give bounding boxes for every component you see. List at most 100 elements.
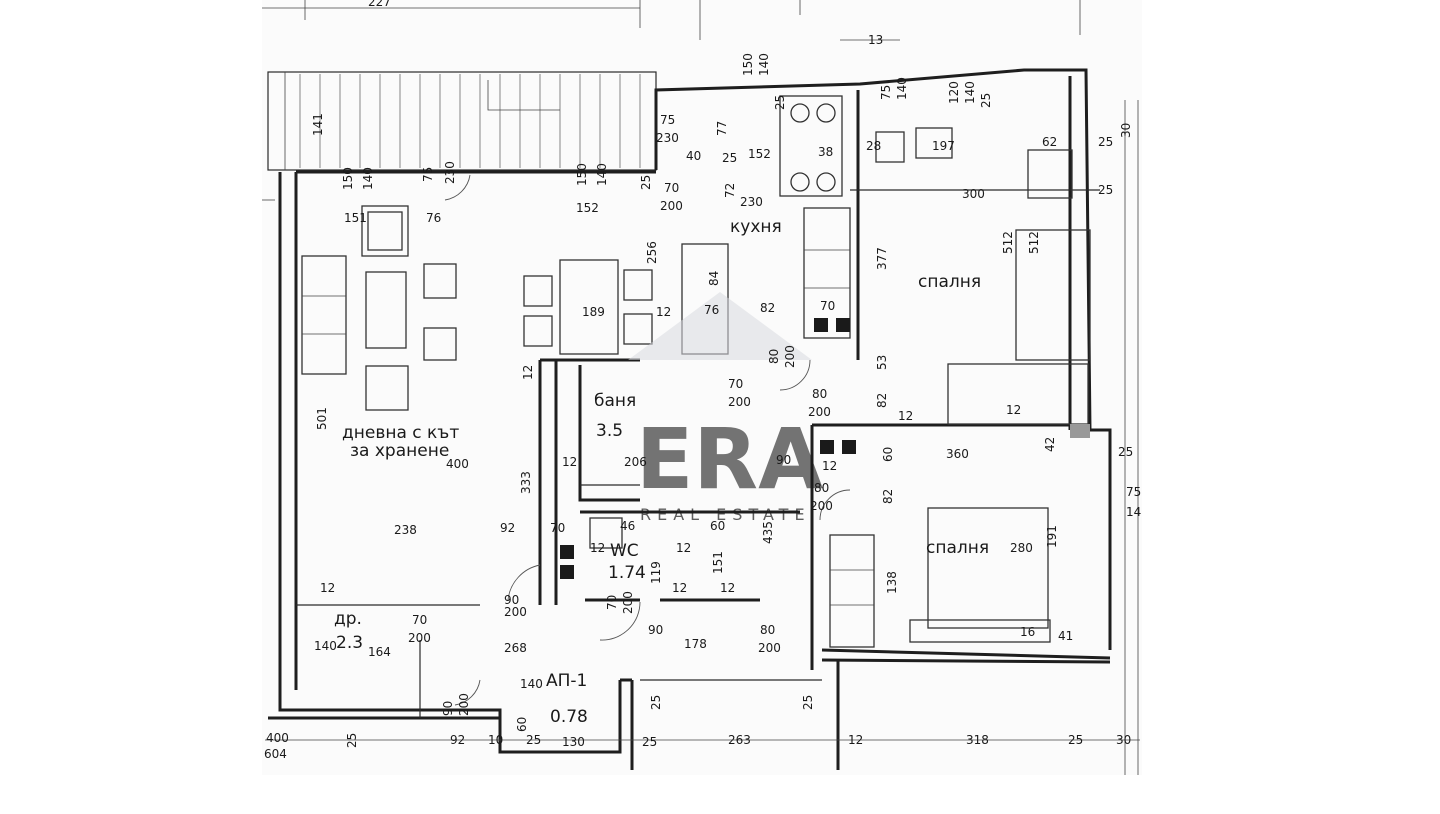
dim-label: 150 [575,163,589,186]
dim-label: 92 [450,733,465,747]
dim-label: 14 [1126,505,1141,519]
label-wc-area: 1.74 [608,563,646,583]
dim-label: 12 [676,541,691,555]
dim-label: 12 [521,365,535,380]
dim-label: 280 [1010,541,1033,555]
dim-label: 70 [820,299,835,313]
dim-label: 13 [868,33,883,47]
dim-label: 70 [728,377,743,391]
dim-label: 90 [776,453,791,467]
dim-label: 30 [1116,733,1131,747]
label-hall: др. [334,609,362,629]
dim-label: 75 [421,167,435,182]
dim-label: 12 [898,409,913,423]
dim-label: 120 [947,81,961,104]
dim-label: 12 [590,541,605,555]
label-bathroom: баня [594,391,636,411]
dim-label: 400 [446,457,469,471]
dim-label: 12 [720,581,735,595]
dim-label: 152 [576,201,599,215]
dim-label: 12 [562,455,577,469]
dim-label: 46 [620,519,635,533]
label-bedroom-2: спалня [926,538,989,558]
dim-label: 80 [814,481,829,495]
dim-label: 268 [504,641,527,655]
dim-label: 60 [710,519,725,533]
dim-label: 256 [645,241,659,264]
dim-label: 318 [966,733,989,747]
dim-label: 25 [639,175,653,190]
dim-label: 150 [741,53,755,76]
dim-label: 70 [550,521,565,535]
dim-label: 75 [660,113,675,127]
dim-label: 75 [879,85,893,100]
dim-label: 200 [408,631,431,645]
dim-label: 38 [818,145,833,159]
era-watermark: ERA REAL ESTATE [628,292,823,524]
label-kitchen: кухня [730,217,782,237]
dim-label: 60 [515,717,529,732]
dim-label: 191 [1045,525,1059,548]
dim-label: 41 [1058,629,1073,643]
dim-label: 72 [723,183,737,198]
bedroom-furniture [820,127,1091,648]
dim-label: 28 [866,139,881,153]
dim-label: 200 [810,499,833,513]
dim-label: 200 [504,605,527,619]
dim-label: 84 [707,271,721,286]
dim-label: 230 [740,195,763,209]
dim-label: 151 [711,551,725,574]
dim-label: 30 [1119,123,1133,138]
dim-label: 76 [704,303,719,317]
dim-label: 90 [648,623,663,637]
dim-label: 25 [649,695,663,710]
bathroom-fixtures [560,484,640,579]
dim-label: 80 [760,623,775,637]
dim-label: 140 [895,77,909,100]
dim-label: 512 [1001,231,1015,254]
dim-label: 377 [875,247,889,270]
dim-label: 435 [761,521,775,544]
dim-label: 80 [812,387,827,401]
dim-label: 360 [946,447,969,461]
dim-label: 25 [979,93,993,108]
dim-label: 12 [822,459,837,473]
dim-label: 25 [1098,135,1113,149]
label-apartment: АП-1 [546,671,587,691]
top-dimension-lines [262,0,1081,41]
dim-label: 138 [885,571,899,594]
dim-label: 238 [394,523,417,537]
dim-label: 140 [520,677,543,691]
dimension-numbers: 227 13 150 140 75 140 25 120 140 25 141 … [264,0,1141,761]
dim-label: 200 [758,641,781,655]
watermark-logo: ERA [636,410,823,508]
dim-label: 189 [582,305,605,319]
dim-label: 60 [881,447,895,462]
label-apartment-area: 0.78 [550,707,588,727]
dim-label: 141 [311,113,325,136]
dim-label: 333 [519,471,533,494]
dim-label: 82 [760,301,775,315]
dim-label: 82 [881,489,895,504]
dim-label: 206 [624,455,647,469]
dim-label: 25 [642,735,657,749]
dim-label: 151 [344,211,367,225]
dim-label: 501 [315,407,329,430]
dim-label: 140 [757,53,771,76]
door-swings [444,174,851,706]
label-hall-area: 2.3 [336,633,363,653]
dim-label: 25 [1098,183,1113,197]
dim-label: 300 [962,187,985,201]
dim-label: 200 [457,693,471,716]
label-living-line-1: дневна с кът [342,423,459,443]
dim-label: 12 [320,581,335,595]
dim-label: 70 [605,595,619,610]
dim-label: 62 [1042,135,1057,149]
dim-label: 200 [783,345,797,368]
dim-label: 25 [345,733,359,748]
dim-label: 12 [1006,403,1021,417]
side-dimension-lines [262,100,1140,775]
dim-label: 42 [1043,437,1057,452]
dim-label: 90 [504,593,519,607]
